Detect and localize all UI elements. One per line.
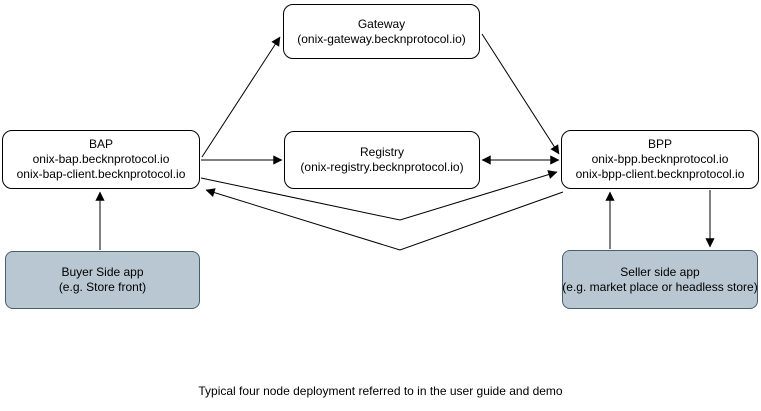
node-title: Seller side app <box>620 264 700 279</box>
node-subtitle: (onix-registry.becknprotocol.io) <box>300 160 464 174</box>
diagram-caption: Typical four node deployment referred to… <box>198 384 563 398</box>
node-registry: Registry (onix-registry.becknprotocol.io… <box>284 131 480 189</box>
node-domain: onix-bap-client.becknprotocol.io <box>16 167 186 181</box>
node-subtitle: (onix-gateway.becknprotocol.io) <box>297 31 466 46</box>
connector-bap-to-gateway <box>201 36 281 158</box>
connector-gateway-to-bpp <box>481 33 560 155</box>
node-title: BAP <box>88 137 113 151</box>
node-domain: onix-bpp.becknprotocol.io <box>591 152 729 166</box>
node-bap: BAP onix-bap.becknprotocol.io onix-bap-c… <box>2 130 200 189</box>
node-subtitle: (e.g. Store front) <box>58 280 147 294</box>
node-buyer-side-app: Buyer Side app (e.g. Store front) <box>5 251 200 309</box>
node-title: BPP <box>647 137 672 151</box>
node-title: Registry <box>359 145 404 159</box>
node-subtitle: (e.g. market place or headless store) <box>562 279 758 294</box>
node-domain: onix-bpp-client.becknprotocol.io <box>575 167 745 181</box>
node-title: Gateway <box>357 16 406 31</box>
node-title: Buyer Side app <box>61 265 144 279</box>
connector-bpp-to-bap-direct <box>205 188 564 251</box>
node-gateway: Gateway (onix-gateway.becknprotocol.io) <box>283 4 480 59</box>
node-domain: onix-bap.becknprotocol.io <box>32 152 170 166</box>
node-seller-side-app: Seller side app (e.g. market place or he… <box>562 250 758 309</box>
node-bpp: BPP onix-bpp.becknprotocol.io onix-bpp-c… <box>561 130 759 189</box>
